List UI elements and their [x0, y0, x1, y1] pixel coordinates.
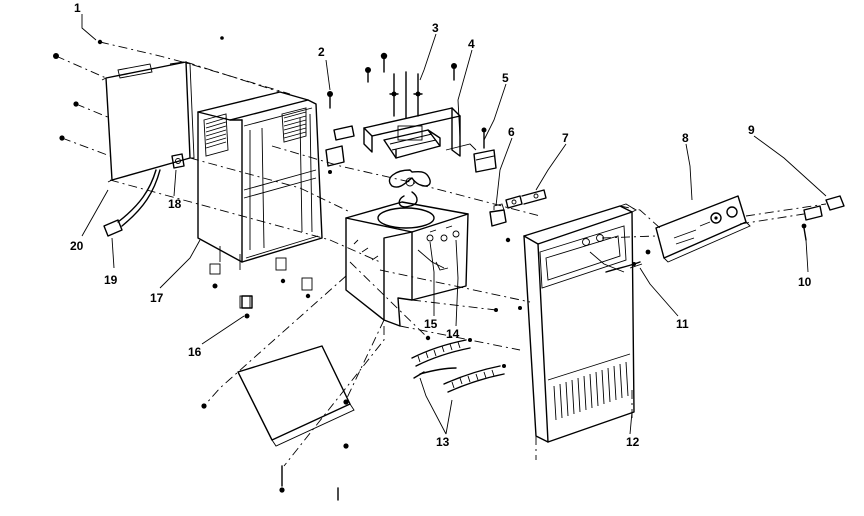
- callout-17: 17: [150, 291, 164, 305]
- leader-lines: [81, 14, 827, 435]
- bracket-2: [325, 91, 355, 174]
- callout-3: 3: [432, 21, 439, 35]
- bottom-plate: [201, 345, 355, 501]
- callout-6: 6: [508, 125, 515, 139]
- callout-8: 8: [682, 131, 689, 145]
- control-panel: [655, 195, 751, 263]
- callout-10: 10: [798, 275, 812, 289]
- clip-7: [505, 189, 547, 209]
- loose-screws: [53, 36, 522, 341]
- callout-15: 15: [424, 317, 438, 331]
- callout-20: 20: [70, 239, 84, 253]
- fan-motor: [383, 125, 441, 208]
- callout-2: 2: [318, 45, 325, 59]
- callout-12: 12: [626, 435, 640, 449]
- wire-11: [605, 249, 651, 273]
- callout-16: 16: [188, 345, 202, 359]
- cabinet: [197, 91, 323, 309]
- callout-14: 14: [446, 327, 460, 341]
- callout-18: 18: [168, 197, 182, 211]
- callout-5: 5: [502, 71, 509, 85]
- rear-panel: [101, 61, 195, 183]
- knobs-9-10: [801, 195, 845, 241]
- bracket-18: [171, 153, 185, 169]
- center-partition: [345, 201, 469, 327]
- clip-5: [473, 127, 497, 173]
- callout-11: 11: [676, 317, 689, 331]
- callout-9: 9: [748, 123, 755, 137]
- block-6: [489, 203, 507, 227]
- feet-16: [212, 278, 311, 319]
- heating-elements: [411, 338, 506, 393]
- callout-4: 4: [468, 37, 475, 51]
- callout-labels: 1 2 3 4 5 6 7 8 9 10 11 12 13 14 15 16 1…: [70, 1, 812, 449]
- assembly-lines: [55, 41, 827, 467]
- power-cord: [103, 169, 161, 237]
- callout-7: 7: [562, 131, 569, 145]
- screws-3: [365, 52, 457, 119]
- front-grille-panel: [523, 203, 643, 443]
- callout-13: 13: [436, 435, 450, 449]
- callout-1: 1: [74, 1, 81, 15]
- callout-19: 19: [104, 273, 118, 287]
